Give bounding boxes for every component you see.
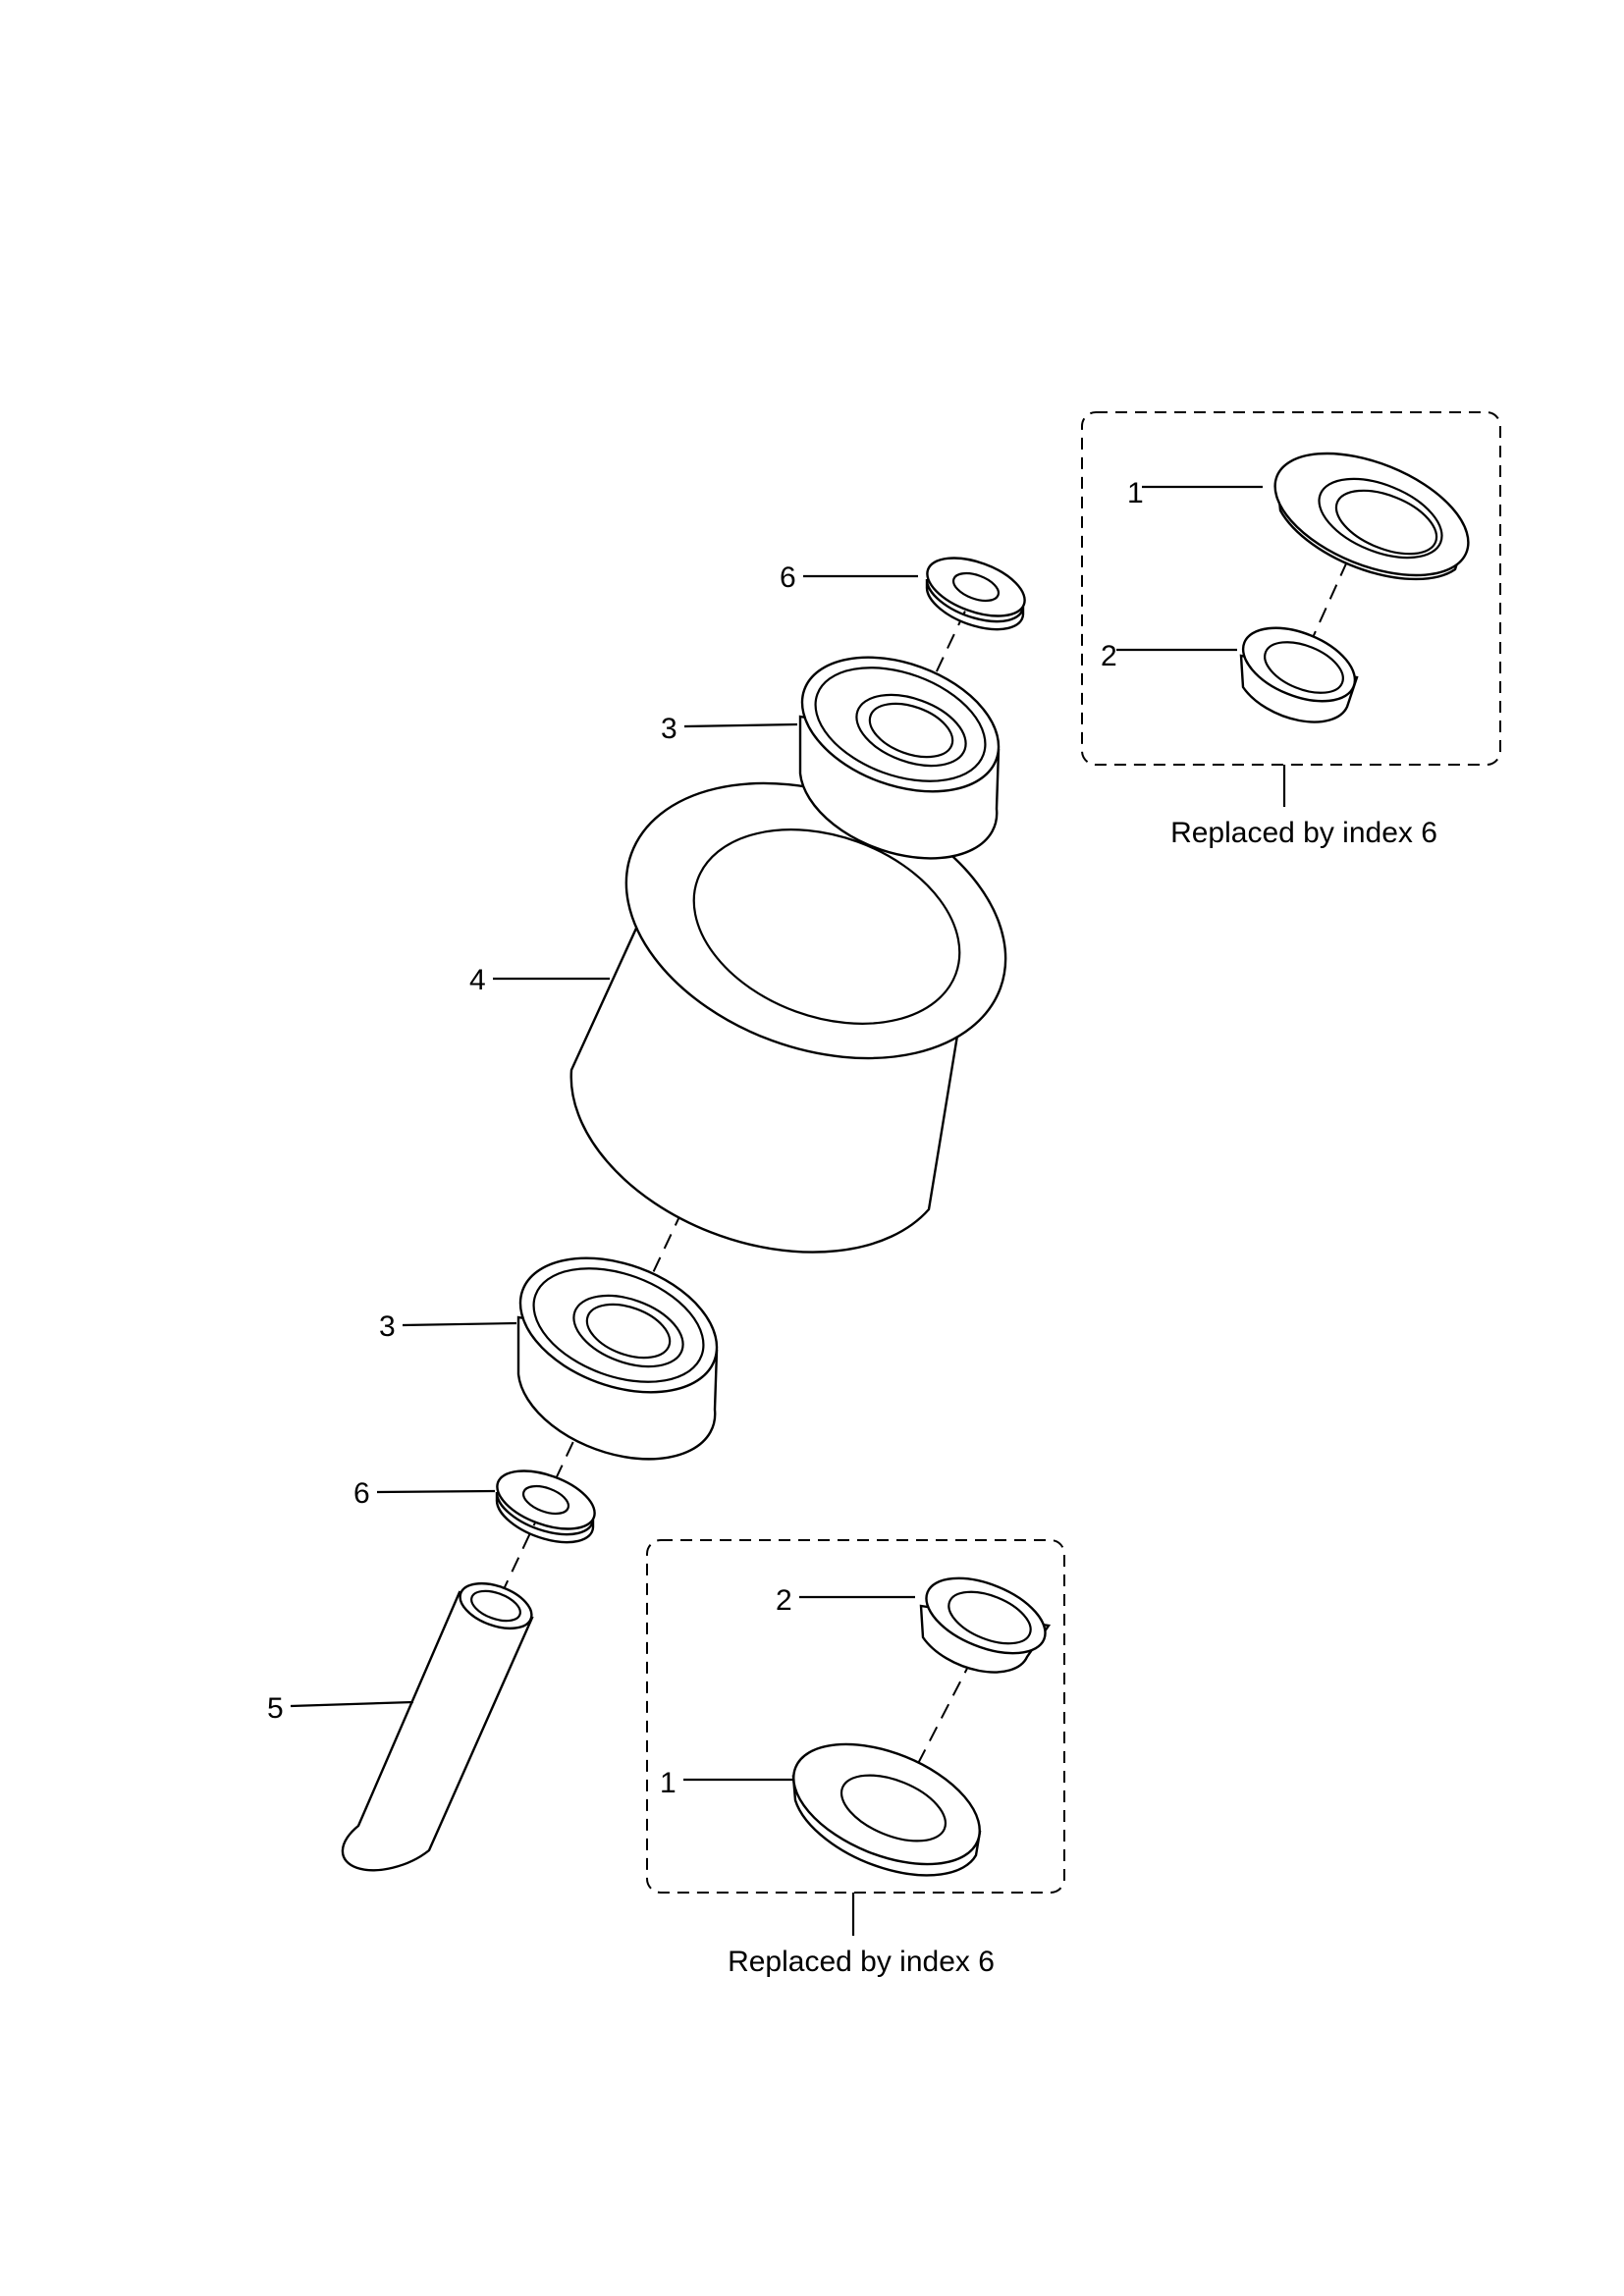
- seal-ring-part-1: [1273, 452, 1470, 581]
- axle-part-5: [341, 1581, 534, 1872]
- callout-bottom-bearing: 3: [379, 1310, 517, 1343]
- callout-roller: 4: [469, 964, 610, 996]
- seal-insert-part-2: [1239, 626, 1359, 723]
- callout-bottom-washer: 6: [353, 1477, 496, 1510]
- top-bearing-part-3: [798, 656, 1001, 860]
- callout-label: 1: [660, 1767, 677, 1799]
- seal-ring-part-1: [791, 1742, 982, 1877]
- replacement-box-top: 1 2 Replaced by index 6: [1081, 411, 1501, 849]
- callout-label: 6: [353, 1477, 370, 1510]
- callout-label: 2: [1101, 640, 1117, 672]
- callout-label: 6: [780, 561, 796, 594]
- callout-label: 3: [379, 1310, 396, 1343]
- callout-label: 2: [776, 1584, 792, 1617]
- callout-label: 3: [661, 713, 677, 745]
- callout-label: 5: [267, 1692, 284, 1725]
- callout-top-bearing: 3: [661, 713, 798, 745]
- replacement-note: Replaced by index 6: [1170, 817, 1437, 849]
- callout-label: 1: [1127, 477, 1144, 509]
- replacement-note: Replaced by index 6: [728, 1946, 995, 1978]
- bottom-washer-part-6: [495, 1469, 596, 1544]
- replacement-box-bottom: 2 1 Replaced by index 6: [646, 1539, 1065, 1978]
- callout-top-washer: 6: [780, 561, 918, 594]
- callout-axle: 5: [267, 1692, 414, 1725]
- top-washer-part-6: [925, 557, 1026, 631]
- callout-label: 4: [469, 964, 486, 996]
- seal-insert-part-2: [919, 1576, 1052, 1674]
- bottom-bearing-part-3: [516, 1256, 719, 1461]
